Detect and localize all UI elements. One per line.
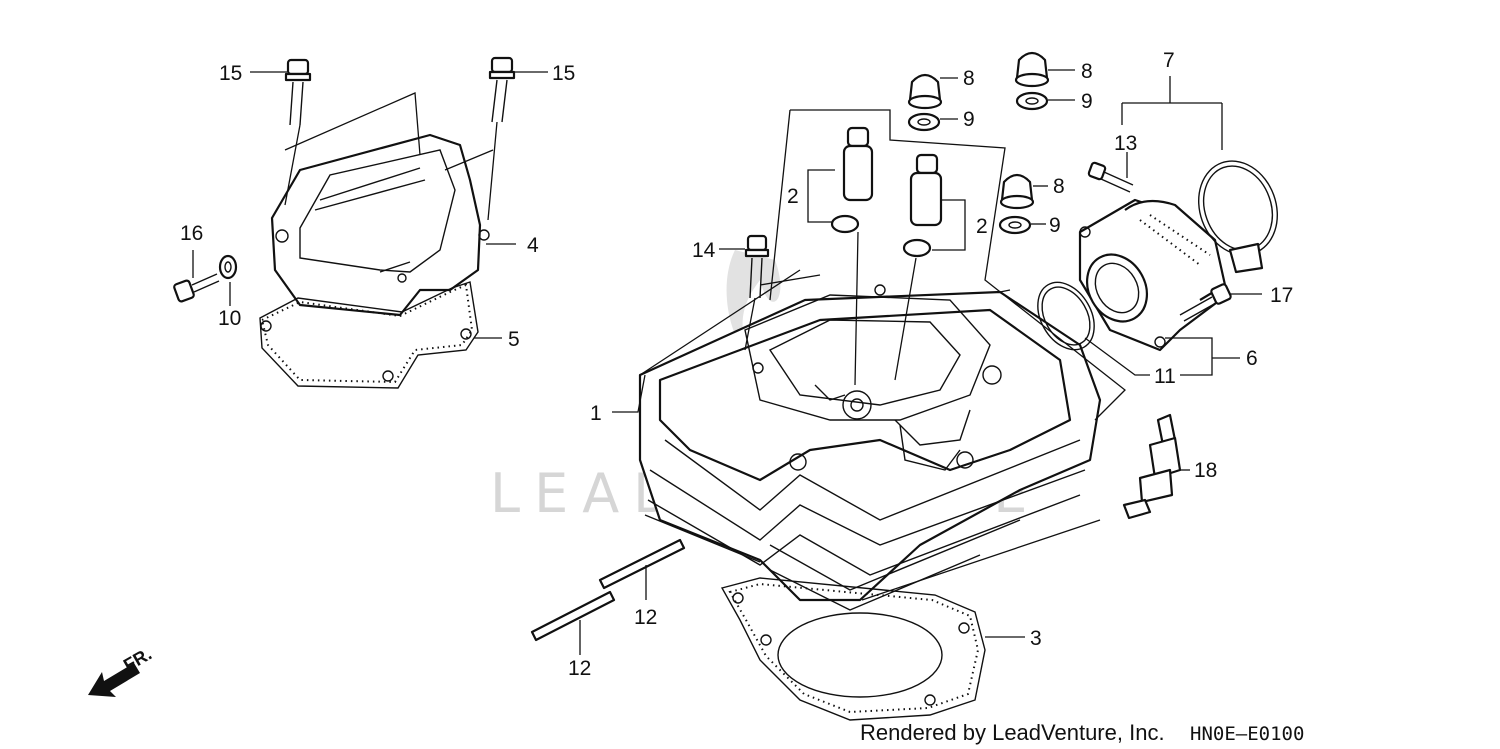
callout-13: 13: [1114, 132, 1137, 155]
callout-7: 7: [1163, 49, 1175, 72]
stud-12-lower[interactable]: [530, 590, 616, 642]
cap-nut-8-c[interactable]: [999, 173, 1035, 210]
cap-nut-8-b[interactable]: [1014, 51, 1050, 88]
cap-nut-8-a[interactable]: [907, 73, 943, 110]
washer-10[interactable]: [218, 254, 238, 280]
callout-6: 6: [1246, 347, 1258, 370]
callout-18: 18: [1194, 459, 1217, 482]
callout-8-b: 8: [1081, 60, 1093, 83]
spark-plug-18[interactable]: [1122, 413, 1182, 520]
bolt-15-right[interactable]: [488, 56, 516, 123]
callout-3: 3: [1030, 627, 1042, 650]
rendered-by-credit: Rendered by LeadVenture, Inc.: [860, 720, 1165, 745]
cylinder-head-cover[interactable]: [270, 133, 490, 317]
callout-9-c: 9: [1049, 214, 1061, 237]
washer-9-b[interactable]: [1015, 91, 1049, 111]
callout-2-right: 2: [976, 215, 988, 238]
bolt-14[interactable]: [744, 234, 770, 299]
callout-12-upper: 12: [634, 606, 657, 629]
callout-11: 11: [1154, 365, 1176, 388]
callout-12-lower: 12: [568, 657, 591, 680]
washer-9-a[interactable]: [907, 112, 941, 132]
o-ring-11[interactable]: [1026, 272, 1105, 359]
cover-gasket[interactable]: [259, 281, 479, 389]
bolt-16[interactable]: [173, 273, 220, 303]
hose-clamp-7[interactable]: [1186, 150, 1290, 274]
bolt-15-left[interactable]: [284, 58, 312, 126]
callout-4: 4: [527, 234, 539, 257]
callout-9-b: 9: [1081, 90, 1093, 113]
bolt-17[interactable]: [1179, 283, 1232, 322]
callout-1: 1: [590, 402, 602, 425]
callout-15-left: 15: [219, 62, 242, 85]
callout-15-right: 15: [552, 62, 575, 85]
callout-5: 5: [508, 328, 520, 351]
bolt-13[interactable]: [1087, 161, 1134, 193]
valve-guide-right[interactable]: [902, 153, 943, 258]
callout-8-a: 8: [963, 67, 975, 90]
front-direction-arrow: FR.: [88, 644, 155, 697]
valve-guide-left[interactable]: [830, 126, 874, 234]
cylinder-head[interactable]: [638, 284, 1102, 611]
head-gasket[interactable]: [720, 577, 986, 721]
stud-12-upper[interactable]: [598, 538, 686, 590]
callout-16: 16: [180, 222, 203, 245]
callout-2-left: 2: [787, 185, 799, 208]
diagram-code: HN0E—E0100: [1190, 723, 1304, 745]
callout-8-c: 8: [1053, 175, 1065, 198]
callout-17: 17: [1270, 284, 1293, 307]
callout-14: 14: [692, 239, 716, 262]
callout-10: 10: [218, 307, 241, 330]
callout-9-a: 9: [963, 108, 975, 131]
washer-9-c[interactable]: [998, 215, 1032, 235]
